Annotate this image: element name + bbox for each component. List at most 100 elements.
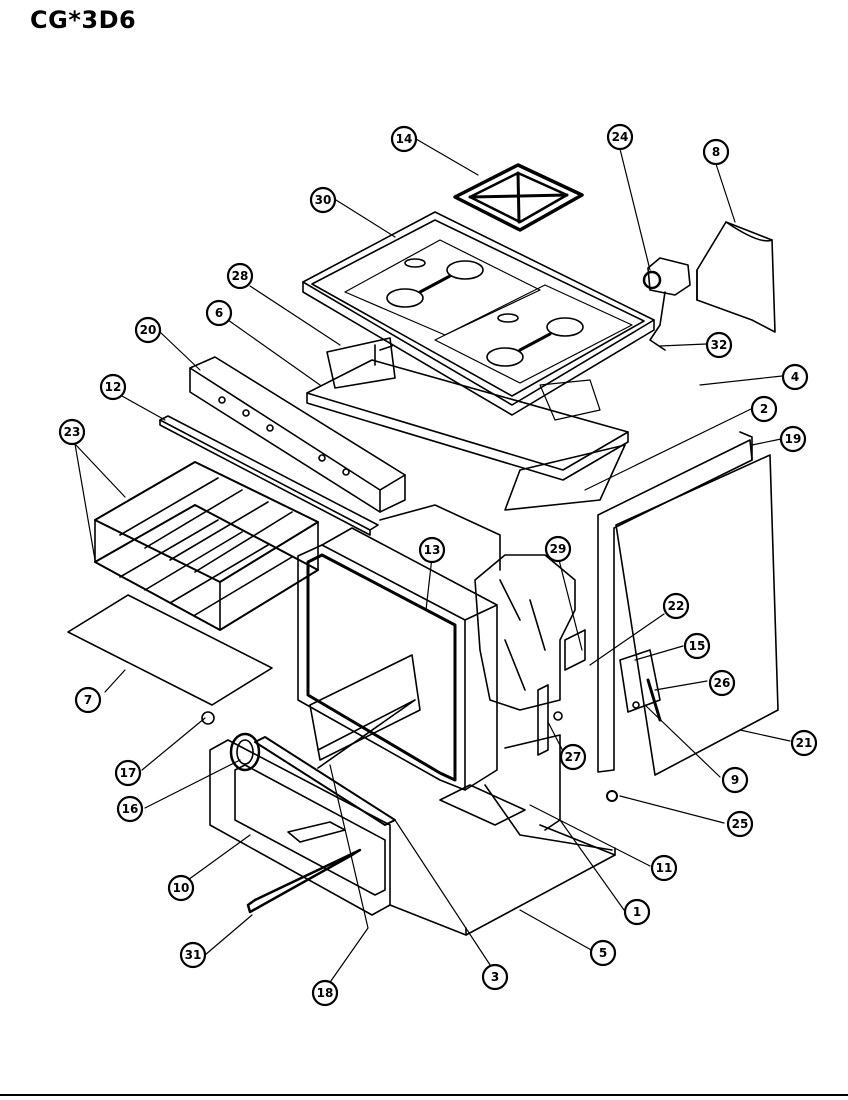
callout-label: 23 xyxy=(64,425,81,439)
callout-label: 1 xyxy=(633,905,641,919)
callout-circle xyxy=(606,123,634,151)
callout-burner-box: 6 xyxy=(205,299,233,327)
callout-circle xyxy=(390,125,418,153)
callout-circle xyxy=(589,939,617,967)
callout-circle xyxy=(544,535,572,563)
callout-side-panel: 21 xyxy=(790,729,818,757)
callout-circle xyxy=(134,316,162,344)
callout-circle xyxy=(74,686,102,714)
callout-circle xyxy=(779,425,807,453)
oven-bottom-drawing xyxy=(67,594,273,706)
callout-label: 30 xyxy=(315,193,332,207)
insulation-drawing xyxy=(474,554,576,711)
leveling-leg-drawing xyxy=(606,790,618,802)
callout-circle xyxy=(179,941,207,969)
callout-insulation-top: 2 xyxy=(750,395,778,423)
burner-grate-drawing xyxy=(453,163,584,232)
callout-circle xyxy=(790,729,818,757)
leader-lines xyxy=(74,138,791,989)
callout-terminal-block: 15 xyxy=(683,632,711,660)
callout-circle xyxy=(683,632,711,660)
callout-sensor: 27 xyxy=(559,743,587,771)
callout-label: 22 xyxy=(668,599,685,613)
callout-label: 2 xyxy=(760,402,768,416)
callout-circle xyxy=(781,363,809,391)
side-panel-drawing xyxy=(597,431,779,776)
callout-label: 15 xyxy=(689,639,706,653)
callout-label: 26 xyxy=(714,676,731,690)
callout-label: 10 xyxy=(173,881,190,895)
callout-circle xyxy=(116,795,144,823)
callout-flue-cover: 8 xyxy=(702,138,730,166)
callout-oven-bottom: 7 xyxy=(74,686,102,714)
callout-label: 8 xyxy=(712,145,720,159)
callout-burner-grate: 14 xyxy=(390,125,418,153)
callout-circle xyxy=(662,592,690,620)
callout-cooktop: 30 xyxy=(309,186,337,214)
callout-label: 24 xyxy=(612,130,629,144)
sensor-drawing xyxy=(537,629,586,756)
callout-label: 3 xyxy=(491,970,499,984)
callout-label: 28 xyxy=(232,269,249,283)
callout-label: 19 xyxy=(785,432,802,446)
callout-label: 13 xyxy=(424,543,441,557)
callout-circle xyxy=(114,759,142,787)
callout-label: 25 xyxy=(732,817,749,831)
callout-label: 14 xyxy=(396,132,413,146)
callout-burner-valve: 24 xyxy=(606,123,634,151)
callout-oven-rack: 23 xyxy=(58,418,86,446)
oven-rack-drawing xyxy=(94,461,319,631)
callout-leveling-leg: 25 xyxy=(726,810,754,838)
oven-liner-drawing xyxy=(297,504,501,791)
callout-spring: 26 xyxy=(708,669,736,697)
callout-circle xyxy=(418,536,446,564)
callout-circle xyxy=(481,963,509,991)
callout-circle xyxy=(705,331,733,359)
callout-lamp-socket: 17 xyxy=(114,759,142,787)
callout-circle xyxy=(650,854,678,882)
callout-side-panel-bracket: 19 xyxy=(779,425,807,453)
callout-circle xyxy=(721,766,749,794)
callout-label: 18 xyxy=(317,986,334,1000)
callout-circle xyxy=(58,418,86,446)
callout-bracket: 28 xyxy=(226,262,254,290)
callout-label: 32 xyxy=(711,338,728,352)
callout-label: 7 xyxy=(84,693,92,707)
callout-label: 6 xyxy=(215,306,223,320)
callout-thermostat-bracket: 29 xyxy=(544,535,572,563)
callout-label: 4 xyxy=(791,370,799,384)
callout-circle xyxy=(726,810,754,838)
callout-manifold-panel: 12 xyxy=(99,373,127,401)
callout-circle xyxy=(311,979,339,1007)
callout-circle xyxy=(623,898,651,926)
callout-circle xyxy=(702,138,730,166)
callout-label: 17 xyxy=(120,766,137,780)
callout-base-pan: 5 xyxy=(589,939,617,967)
callout-circle xyxy=(205,299,233,327)
burner-box-drawing xyxy=(306,337,629,511)
callout-circle xyxy=(226,262,254,290)
callout-label: 9 xyxy=(731,773,739,787)
callout-drawer-rail: 3 xyxy=(481,963,509,991)
callout-label: 31 xyxy=(185,948,202,962)
callout-oven-liner-bottom: 18 xyxy=(311,979,339,1007)
broiler-drawer-drawing xyxy=(209,654,421,916)
callout-label: 21 xyxy=(796,736,813,750)
callout-lamp-cover: 16 xyxy=(116,795,144,823)
callout-broiler-drawer: 10 xyxy=(167,874,195,902)
callout-circle xyxy=(559,743,587,771)
callout-label: 27 xyxy=(565,750,582,764)
bottom-rule xyxy=(0,1094,848,1096)
flue-cover-drawing xyxy=(696,221,776,333)
callout-clip: 9 xyxy=(721,766,749,794)
burner-valve-drawing xyxy=(642,257,691,351)
control-panel-drawing xyxy=(189,356,406,513)
callout-base-frame: 1 xyxy=(623,898,651,926)
callout-drawer-glide: 31 xyxy=(179,941,207,969)
terminal-drawing xyxy=(619,649,662,722)
callout-circle xyxy=(309,186,337,214)
callout-screw: 22 xyxy=(662,592,690,620)
page-title: CG*3D6 xyxy=(30,6,137,34)
